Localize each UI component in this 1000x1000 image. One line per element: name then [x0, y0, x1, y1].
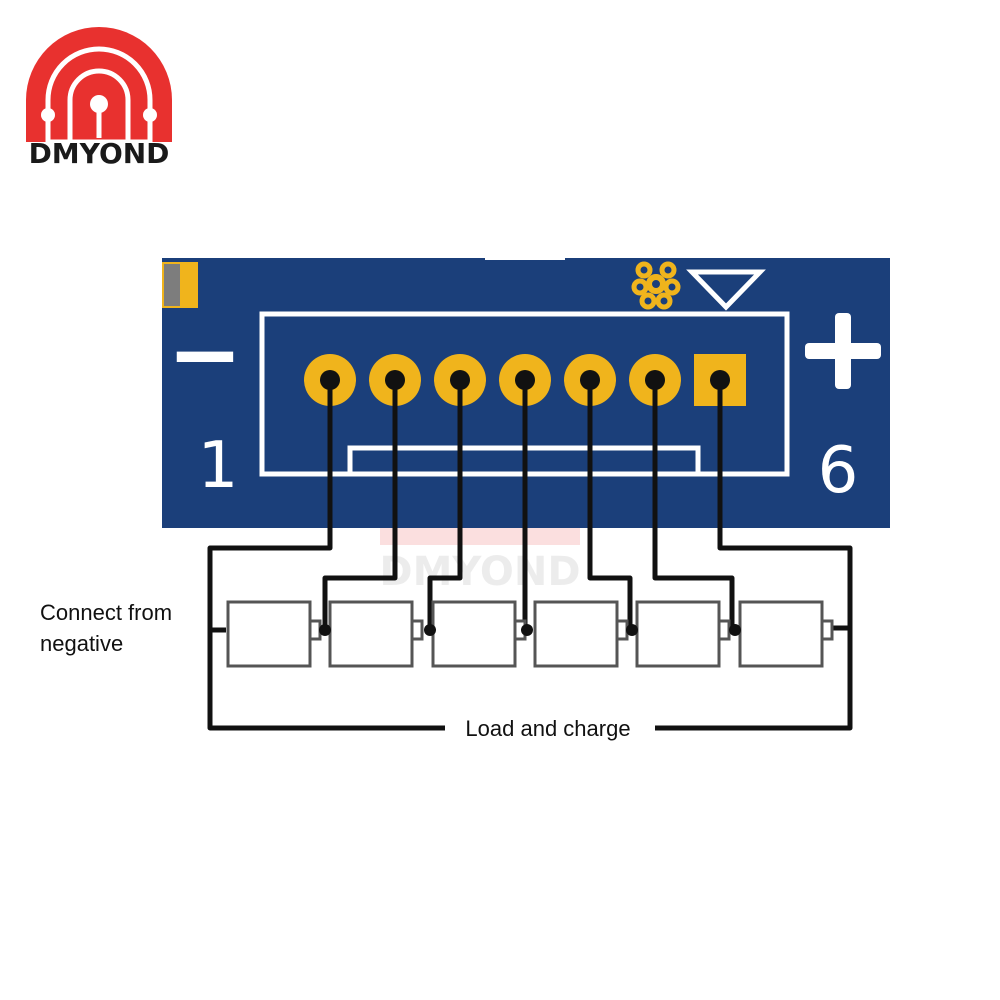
connect-label-line2: negative — [40, 631, 123, 656]
brand-name: DMYOND — [29, 137, 170, 170]
load-charge-label: Load and charge — [465, 716, 630, 741]
pad-4 — [499, 354, 551, 406]
minus-symbol: − — [167, 302, 242, 407]
logo-arch-inner — [45, 46, 153, 145]
junction-dots — [319, 624, 741, 636]
wires — [207, 382, 853, 731]
battery-cell-5 — [635, 600, 731, 668]
wire-positive-loop — [655, 382, 853, 731]
battery-cell-1 — [226, 600, 322, 668]
label-pin-1: 1 — [198, 429, 239, 503]
pad-1 — [304, 354, 356, 406]
wire-tap-4 — [587, 382, 633, 630]
wire-negative-loop — [207, 382, 445, 731]
plus-symbol — [805, 313, 881, 389]
battery-cell-2 — [328, 600, 424, 668]
pad-5 — [564, 354, 616, 406]
battery-cells — [226, 600, 834, 668]
wire-tap-1 — [322, 382, 398, 630]
battery-cell-3 — [431, 600, 527, 668]
triangle-down-icon — [686, 269, 766, 311]
flower-icon — [631, 261, 681, 310]
connect-label-line1: Connect from — [40, 600, 172, 625]
watermark-text: DMYOND — [379, 549, 580, 595]
pad-6 — [629, 354, 681, 406]
wire-tap-5 — [652, 382, 735, 630]
wire-tap-2 — [427, 382, 463, 630]
battery-cell-4 — [533, 600, 629, 668]
pad-3 — [434, 354, 486, 406]
brand-logo: DMYOND — [26, 27, 172, 170]
label-pin-6: 6 — [818, 434, 859, 508]
logo-arch-inner2 — [67, 68, 131, 142]
pad-2 — [369, 354, 421, 406]
battery-cell-6 — [738, 600, 834, 668]
logo-arch-outer — [26, 27, 172, 142]
